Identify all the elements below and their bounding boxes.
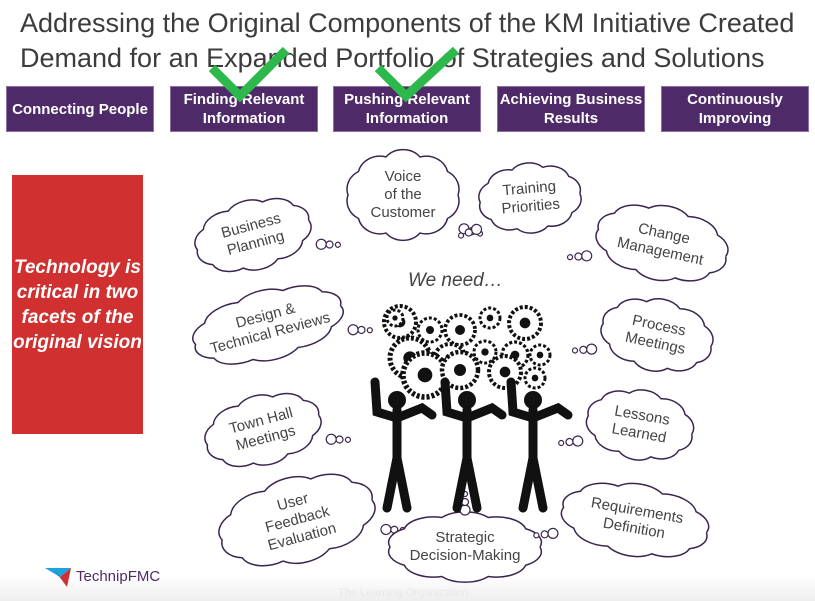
footer-band — [0, 575, 815, 601]
thought-cloud — [457, 162, 582, 239]
cloud-label: Voice of the Customer — [370, 168, 436, 221]
footer-text: The Learning Organization — [338, 587, 469, 599]
pillar-continuously-improving: Continuously Improving — [661, 86, 809, 132]
logo-mark-icon — [45, 568, 71, 587]
checkmark-icon — [208, 46, 290, 103]
thought-cloud — [387, 490, 543, 583]
person-figure — [370, 377, 437, 513]
thought-cloud — [533, 482, 710, 558]
technology-callout: Technology is critical in two facets of … — [12, 175, 143, 434]
thought-cloud — [194, 197, 342, 273]
gear-icon — [472, 339, 498, 365]
gear-icon — [385, 308, 405, 328]
title-line-1: Addressing the Original Components of th… — [20, 8, 795, 38]
gear-icon — [478, 306, 502, 330]
callout-text: Technology is critical in two facets of … — [13, 256, 142, 353]
pillar-label: Finding Relevant Information — [183, 91, 305, 127]
gear-icon — [416, 316, 444, 344]
thought-cloud — [204, 392, 352, 468]
slide-title: Addressing the Original Components of th… — [20, 6, 794, 76]
checkmark-icon — [374, 46, 460, 103]
pillar-connecting-people: Connecting People — [6, 86, 154, 132]
technipfmc-logo: TechnipFMC — [45, 565, 160, 587]
thought-cloud — [346, 148, 484, 242]
thought-cloud — [558, 389, 695, 461]
gear-icon — [487, 354, 523, 390]
we-need-label: We need… — [408, 270, 503, 291]
thought-cloud — [218, 473, 406, 567]
person-figure — [506, 377, 573, 513]
thought-cloud — [566, 204, 729, 282]
gear-icon — [523, 366, 547, 390]
cloud-label: Strategic Decision-Making — [409, 529, 521, 564]
gear-icon — [507, 305, 543, 341]
pillar-label: Connecting People — [12, 100, 148, 118]
person-figure — [440, 377, 507, 513]
thought-cloud — [192, 285, 373, 365]
pillar-label: Achieving Business Results — [499, 91, 643, 127]
gear-icon — [439, 349, 481, 391]
pillar-business-results: Achieving Business Results — [497, 86, 645, 132]
pillar-pushing-information: Pushing Relevant Information — [333, 86, 481, 132]
title-line-2: Demand for an Expanded Portfolio of Stra… — [20, 43, 765, 73]
gear-icon — [443, 313, 477, 347]
pillar-label: Continuously Improving — [687, 91, 783, 127]
gear-icon — [528, 343, 552, 367]
thought-cloud — [571, 298, 714, 372]
logo-text: TechnipFMC — [76, 567, 161, 585]
